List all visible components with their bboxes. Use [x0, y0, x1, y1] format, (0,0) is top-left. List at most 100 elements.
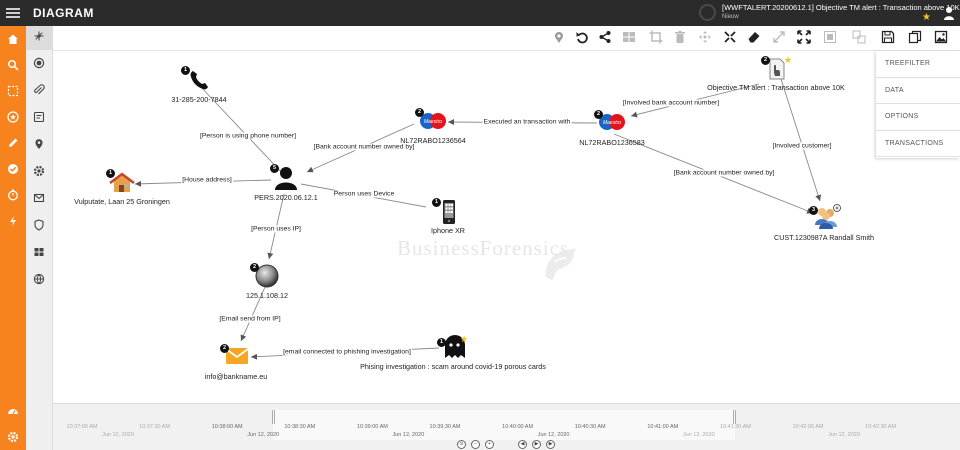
bank1-node-badge: 2 [415, 108, 424, 117]
attachment-icon[interactable] [26, 80, 52, 104]
maestro-card-icon[interactable]: Maestro [419, 112, 447, 135]
ghost-investigation-icon[interactable] [442, 334, 468, 365]
step-forward-button[interactable]: ▶ [546, 440, 555, 449]
edge-ip-email[interactable] [240, 286, 266, 342]
dashboard-icon[interactable] [0, 402, 26, 424]
group-icon[interactable] [850, 30, 868, 48]
person-node-icon[interactable] [273, 165, 299, 196]
panel-tab-treefilter[interactable]: TREEFILTER [876, 51, 960, 78]
grid-icon[interactable] [26, 242, 52, 266]
starred-icon[interactable] [0, 108, 26, 130]
timeline-tick-time: 10:38:00 AM [211, 424, 243, 430]
svg-text:Maestro: Maestro [603, 120, 621, 126]
edge-label-phone-person: [Person is using phone number] [199, 132, 297, 140]
alert-node-icon[interactable] [766, 57, 788, 86]
menu-icon[interactable] [6, 6, 20, 20]
bank1-node-label: NL72RABO1236564 [400, 136, 466, 145]
favorite-star-icon[interactable]: ★ [922, 12, 931, 23]
collapse-icon[interactable] [721, 30, 739, 48]
panel-tab-transactions[interactable]: TRANSACTIONS [876, 131, 960, 157]
timeline-tick-time: 10:39:30 AM [429, 424, 461, 430]
image-export-icon[interactable] [932, 30, 950, 48]
copy-icon[interactable] [906, 30, 924, 48]
target-icon[interactable] [26, 53, 52, 77]
ip-node-label: 125.1.108.12 [246, 291, 288, 300]
panel-tab-data[interactable]: DATA [876, 78, 960, 104]
network-icon[interactable] [26, 26, 52, 50]
phone-node-icon[interactable] [188, 69, 210, 96]
fullscreen-icon[interactable] [795, 30, 813, 48]
edge-alert-customer[interactable] [780, 78, 822, 202]
timeline-range-end-handle[interactable] [733, 410, 736, 424]
svg-text:Maestro: Maestro [424, 119, 442, 125]
zoom-fit-button[interactable]: ⊙ [457, 440, 466, 449]
timeline-tick-time: 10:37:00 AM [66, 424, 98, 430]
selection-icon[interactable] [0, 82, 26, 104]
timeline-tick-date: Jun 12, 2020 [392, 432, 425, 438]
smartphone-node-icon[interactable] [436, 199, 462, 230]
ip-globe-node-icon[interactable] [254, 263, 280, 294]
address-node-label: Vulputate, Laan 25 Groningen [74, 197, 170, 206]
undo-icon[interactable] [573, 30, 591, 48]
edge-label-alert-bank2: [Involved bank account number] [621, 99, 721, 107]
crop-icon[interactable] [647, 30, 665, 48]
maestro-card-icon[interactable]: Maestro [598, 113, 626, 136]
email-node-icon[interactable] [225, 346, 249, 371]
house-node-icon[interactable] [109, 172, 135, 199]
globe-icon[interactable] [26, 269, 52, 293]
step-back-button[interactable]: ◀ [518, 440, 527, 449]
edge-label-bank2-bank1: Executed an transaction with [482, 118, 572, 126]
person-node-badge: 5 [270, 164, 279, 173]
zoom-in-button[interactable]: + [485, 440, 494, 449]
timeline-tick-date: Jun 12, 2020 [247, 432, 280, 438]
timeline-tick-time: 10:42:30 AM [865, 424, 897, 430]
timeline-tick-time: 10:37:30 AM [139, 424, 171, 430]
bank2-node-label: NL72RABO1236583 [579, 138, 645, 147]
settings-icon[interactable] [0, 428, 26, 450]
layout-icon[interactable] [620, 30, 638, 48]
edge-label-person-address: [House address] [181, 176, 233, 184]
check-icon[interactable] [0, 160, 26, 182]
move-icon[interactable] [696, 30, 714, 48]
save-icon[interactable] [879, 30, 897, 48]
ip-node-badge: 2 [250, 263, 259, 272]
search-icon[interactable] [0, 56, 26, 78]
panel-tab-options[interactable]: OPTIONS [876, 104, 960, 131]
select-box-icon[interactable] [821, 30, 839, 48]
zoom-out-button[interactable]: − [471, 440, 480, 449]
user-icon[interactable] [943, 6, 955, 23]
edge-phone-person[interactable] [198, 84, 286, 177]
flash-icon[interactable] [0, 212, 26, 234]
delete-icon[interactable] [671, 30, 689, 48]
gear-icon[interactable] [26, 161, 52, 185]
person-node-label: PERS.2020.06.12.1 [254, 193, 318, 202]
edge-label-bank1-person: [Bank account number owned by] [312, 143, 416, 151]
top-bar: DIAGRAM [WWFTALERT.20200612.1] Objective… [0, 0, 960, 26]
device-node-label: Iphone XR [431, 226, 465, 235]
eraser-icon[interactable] [745, 30, 763, 48]
edge-label-ip-email: [Email send from IP] [218, 315, 282, 323]
customer-group-icon[interactable] [813, 203, 841, 234]
diagram-canvas[interactable]: BusinessForensics [53, 51, 960, 403]
address-node-badge: 1 [106, 169, 115, 178]
locate-icon[interactable] [550, 30, 568, 48]
mail-icon[interactable] [26, 188, 52, 212]
home-icon[interactable] [0, 30, 26, 52]
shield-icon[interactable] [26, 215, 52, 239]
notes-icon[interactable] [26, 107, 52, 131]
share-icon[interactable] [596, 30, 614, 48]
edge-label-person-ip: [Person uses IP] [250, 225, 302, 233]
side-panel: TREEFILTER DATA OPTIONS TRANSACTIONS [876, 51, 960, 158]
location-icon[interactable] [26, 134, 52, 158]
timeline-range-start-handle[interactable] [272, 410, 275, 424]
timeline-selected-range[interactable] [273, 410, 735, 440]
phishing-node-badge: 1 [437, 338, 446, 347]
edit-icon[interactable] [0, 134, 26, 156]
play-button[interactable]: ▶ [532, 440, 541, 449]
timeline-tick-time: 10:42:00 AM [792, 424, 824, 430]
phishing-star-icon: ★ [460, 334, 469, 344]
expand-icon[interactable] [770, 30, 788, 48]
timer-icon[interactable] [0, 186, 26, 208]
